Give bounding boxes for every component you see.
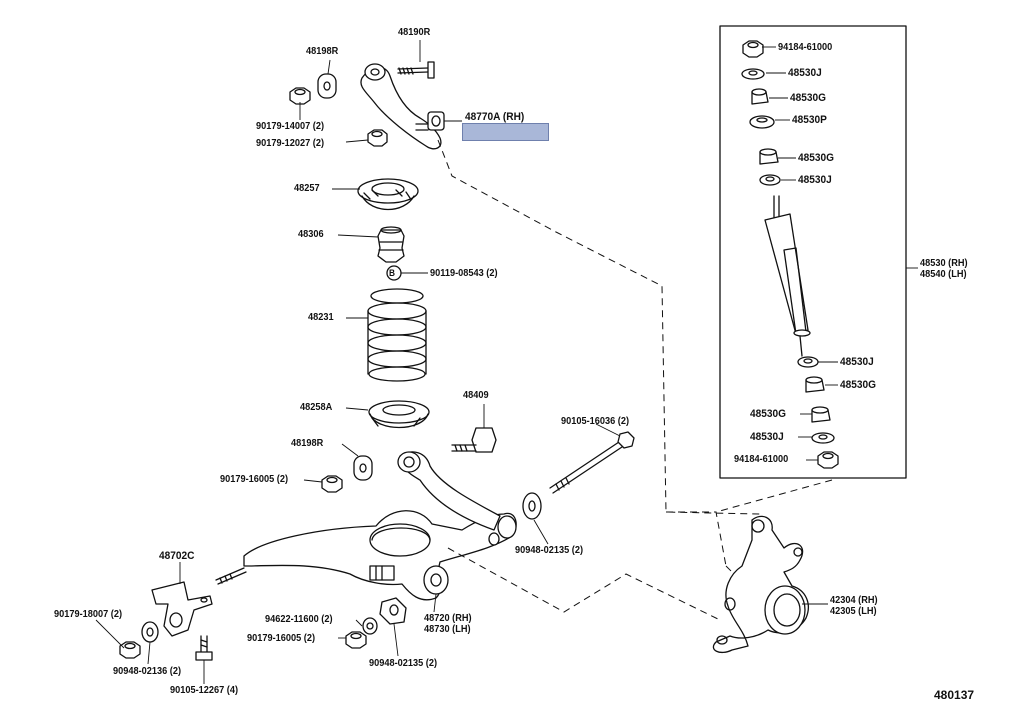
label-48530j-2[interactable]: 48530J bbox=[798, 174, 832, 186]
shock-kit-frame bbox=[719, 25, 907, 479]
label-90179-16005-a[interactable]: 90179-16005 (2) bbox=[220, 474, 289, 485]
label-90119-08543[interactable]: 90119-08543 (2) bbox=[430, 268, 498, 279]
label-48257[interactable]: 48257 bbox=[294, 183, 320, 194]
label-90179-14007[interactable]: 90179-14007 (2) bbox=[256, 121, 325, 132]
label-48530j-4[interactable]: 48530J bbox=[750, 431, 784, 443]
label-90105-12267[interactable]: 90105-12267 (4) bbox=[170, 685, 239, 696]
dashed-assembly-lines bbox=[437, 139, 833, 621]
label-48530j-3[interactable]: 48530J bbox=[840, 356, 874, 368]
label-48530-rh: 48530 (RH) bbox=[920, 258, 968, 269]
label-48540-lh: 48540 (LH) bbox=[920, 269, 967, 280]
label-48530g-3[interactable]: 48530G bbox=[840, 379, 877, 391]
label-42304-42305[interactable]: 42304 (RH) 42305 (LH) bbox=[830, 595, 878, 617]
label-42305-lh: 42305 (LH) bbox=[830, 606, 877, 617]
label-48530-48540[interactable]: 48530 (RH) 48540 (LH) bbox=[920, 258, 968, 280]
bolt-marker-b: B bbox=[389, 268, 395, 278]
label-48702c[interactable]: 48702C bbox=[159, 550, 195, 562]
label-48258a[interactable]: 48258A bbox=[300, 402, 333, 413]
leader-lines bbox=[95, 40, 918, 684]
label-90948-02135-b[interactable]: 90948-02135 (2) bbox=[369, 658, 438, 669]
label-90179-16005-b[interactable]: 90179-16005 (2) bbox=[247, 633, 316, 644]
label-94622-11600[interactable]: 94622-11600 (2) bbox=[265, 614, 333, 625]
shock-absorber bbox=[764, 195, 811, 357]
label-42304-rh: 42304 (RH) bbox=[830, 595, 878, 606]
lower-arm bbox=[243, 510, 517, 601]
label-48530j-1[interactable]: 48530J bbox=[788, 67, 822, 79]
highlighted-part-box bbox=[462, 123, 549, 141]
label-48530p[interactable]: 48530P bbox=[792, 114, 827, 126]
label-90179-12027[interactable]: 90179-12027 (2) bbox=[256, 138, 325, 149]
label-48190r[interactable]: 48190R bbox=[398, 27, 431, 38]
label-48720-rh: 48720 (RH) bbox=[424, 613, 472, 624]
label-90948-02136[interactable]: 90948-02136 (2) bbox=[113, 666, 182, 677]
label-90179-18007[interactable]: 90179-18007 (2) bbox=[54, 609, 123, 620]
label-48198r-mid[interactable]: 48198R bbox=[291, 438, 324, 449]
label-48720-48730[interactable]: 48720 (RH) 48730 (LH) bbox=[424, 613, 472, 635]
upper-arm bbox=[360, 66, 442, 150]
figure-id: 480137 bbox=[934, 688, 975, 702]
label-94184-61000-top[interactable]: 94184-61000 bbox=[778, 42, 833, 53]
label-90105-16036[interactable]: 90105-16036 (2) bbox=[561, 416, 630, 427]
label-90948-02135-a[interactable]: 90948-02135 (2) bbox=[515, 545, 584, 556]
label-48530g-1[interactable]: 48530G bbox=[790, 92, 827, 104]
label-48231[interactable]: 48231 bbox=[308, 312, 334, 323]
bracket-48702c bbox=[151, 581, 213, 637]
label-48730-lh: 48730 (LH) bbox=[424, 624, 471, 635]
label-48409[interactable]: 48409 bbox=[463, 390, 489, 401]
label-48306[interactable]: 48306 bbox=[298, 229, 324, 240]
label-48530g-4[interactable]: 48530G bbox=[750, 408, 787, 420]
label-48530g-2[interactable]: 48530G bbox=[798, 152, 835, 164]
coil-spring bbox=[367, 288, 427, 382]
label-48770a[interactable]: 48770A (RH) bbox=[465, 111, 525, 123]
label-48198r-top[interactable]: 48198R bbox=[306, 46, 339, 57]
label-94184-61000-bottom[interactable]: 94184-61000 bbox=[734, 454, 789, 465]
